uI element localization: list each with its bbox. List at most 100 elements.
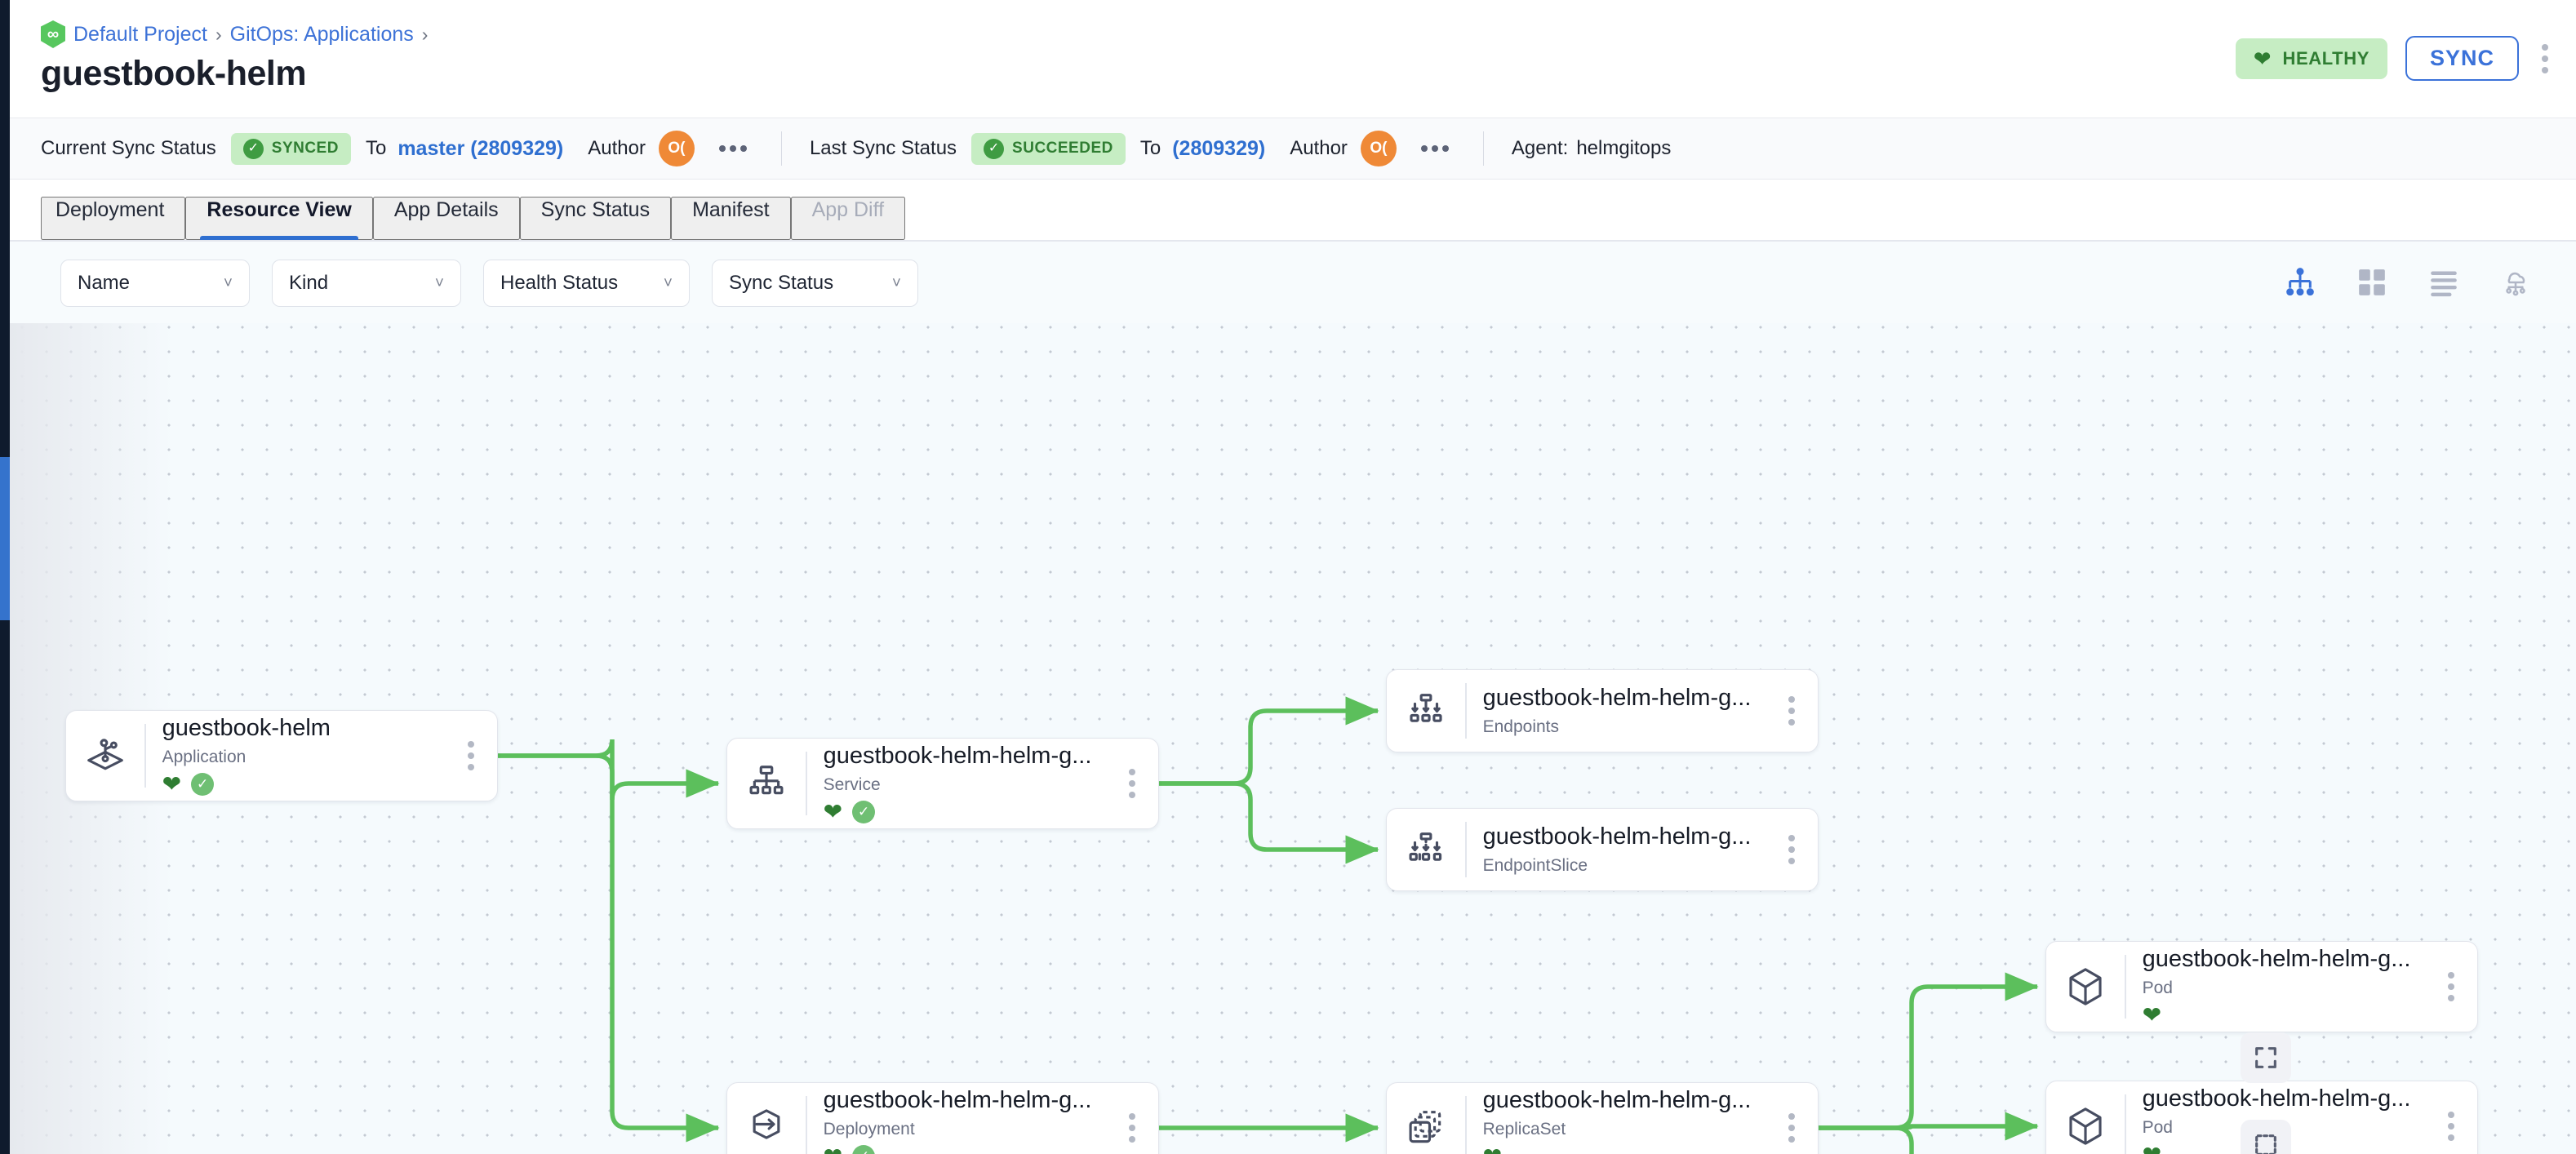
node-kind: Service xyxy=(823,775,881,794)
tab-resource-view[interactable]: Resource View xyxy=(185,197,373,240)
node-kind: Deployment xyxy=(823,1119,915,1138)
page-title: guestbook-helm xyxy=(41,54,307,93)
breadcrumb-item-default-project[interactable]: Default Project xyxy=(73,22,207,46)
check-circle-icon: ✓ xyxy=(852,1144,876,1154)
current-author-avatar[interactable]: O( xyxy=(658,131,695,166)
left-rail-active-indicator xyxy=(0,457,10,620)
last-revision-link[interactable]: (2809329) xyxy=(1172,136,1266,160)
node-divider xyxy=(2125,1094,2126,1154)
replicaset-icon xyxy=(1387,1106,1465,1150)
resource-graph: guestbook-helm Application ❤ ✓ xyxy=(10,242,2576,1154)
filter-bar: Name ˅ Kind ˅ Health Status ˅ Sync Statu… xyxy=(60,260,918,307)
breadcrumb: ∞ Default Project › GitOps: Applications… xyxy=(41,20,428,48)
filter-sync-status[interactable]: Sync Status ˅ xyxy=(712,260,918,307)
network-topology-icon[interactable] xyxy=(2498,264,2534,300)
node-divider xyxy=(806,1096,807,1154)
node-title: guestbook-helm-helm-g... xyxy=(2142,946,2411,973)
tab-app-details[interactable]: App Details xyxy=(372,197,520,240)
node-status: ❤ ✓ xyxy=(824,1144,1099,1154)
tab-manifest[interactable]: Manifest xyxy=(671,197,791,240)
project-logo-icon: ∞ xyxy=(41,20,65,48)
current-sync-status-label: Current Sync Status xyxy=(41,137,216,159)
last-author-avatar[interactable]: O( xyxy=(1360,131,1397,166)
check-circle-icon: ✓ xyxy=(191,772,215,796)
last-sync-more-icon[interactable] xyxy=(1415,139,1455,158)
header-kebab-menu-icon[interactable] xyxy=(2537,39,2553,78)
graph-node-endpoints[interactable]: guestbook-helm-helm-g... Endpoints xyxy=(1386,669,1819,752)
select-region-icon[interactable] xyxy=(2241,1120,2291,1154)
last-sync-status-label: Last Sync Status xyxy=(809,137,957,159)
current-sync-badge-label: SYNCED xyxy=(271,140,339,157)
node-divider xyxy=(1465,683,1467,739)
node-divider xyxy=(1465,822,1467,877)
node-body: guestbook-helm-helm-g... EndpointSlice xyxy=(1467,823,1775,875)
status-badge-healthy: ❤ HEALTHY xyxy=(2235,38,2387,79)
node-body: guestbook-helm-helm-g... Pod ❤ xyxy=(2126,946,2435,1027)
tab-sync-status[interactable]: Sync Status xyxy=(519,197,672,240)
current-sync-more-icon[interactable] xyxy=(713,139,753,158)
graph-node-service[interactable]: guestbook-helm-helm-g... Service ❤ ✓ xyxy=(726,738,1159,829)
heart-icon: ❤ xyxy=(162,770,182,797)
node-status: ❤ xyxy=(2143,1003,2418,1028)
node-title: guestbook-helm-helm-g... xyxy=(2142,1085,2411,1112)
node-divider xyxy=(806,752,807,815)
application-icon xyxy=(66,734,144,778)
node-kebab-menu-icon[interactable] xyxy=(455,736,497,775)
fullscreen-icon[interactable] xyxy=(2241,1032,2291,1083)
filter-kind[interactable]: Kind ˅ xyxy=(272,260,461,307)
graph-node-application[interactable]: guestbook-helm Application ❤ ✓ xyxy=(65,710,498,801)
tree-view-icon[interactable] xyxy=(2282,264,2318,300)
node-body: guestbook-helm-helm-g... Pod ❤ xyxy=(2126,1085,2435,1154)
header-actions: ❤ HEALTHY SYNC xyxy=(2235,36,2553,81)
node-body: guestbook-helm Application ❤ ✓ xyxy=(146,715,455,796)
node-kebab-menu-icon[interactable] xyxy=(1116,1108,1158,1147)
node-body: guestbook-helm-helm-g... ReplicaSet ❤ xyxy=(1467,1087,1775,1154)
current-revision-link[interactable]: master (2809329) xyxy=(398,136,564,160)
filter-name[interactable]: Name ˅ xyxy=(60,260,250,307)
check-circle-icon-2: ✓ xyxy=(984,138,1005,159)
health-badge-label: HEALTHY xyxy=(2282,47,2369,69)
breadcrumb-item-gitops-applications[interactable]: GitOps: Applications xyxy=(229,22,414,46)
list-view-icon[interactable] xyxy=(2426,264,2462,300)
filter-health-status[interactable]: Health Status ˅ xyxy=(483,260,690,307)
breadcrumb-separator-icon-2: › xyxy=(421,23,429,45)
graph-node-endpointslice[interactable]: guestbook-helm-helm-g... EndpointSlice xyxy=(1386,808,1819,891)
node-kebab-menu-icon[interactable] xyxy=(1775,1108,1818,1147)
grid-view-icon[interactable] xyxy=(2354,264,2390,300)
check-circle-icon: ✓ xyxy=(852,800,876,823)
endpoints-icon xyxy=(1387,689,1465,733)
sync-button[interactable]: SYNC xyxy=(2405,36,2519,81)
filter-sync-label: Sync Status xyxy=(729,272,834,294)
node-kebab-menu-icon[interactable] xyxy=(2435,967,2477,1006)
filter-health-label: Health Status xyxy=(500,272,619,294)
node-kebab-menu-icon[interactable] xyxy=(1775,691,1818,730)
heart-icon: ❤ xyxy=(824,1144,842,1154)
node-title: guestbook-helm-helm-g... xyxy=(1482,1087,1752,1114)
endpointslice-icon xyxy=(1387,828,1465,872)
node-kebab-menu-icon[interactable] xyxy=(2435,1107,2477,1146)
node-status: ❤ ✓ xyxy=(824,800,1099,824)
graph-edges xyxy=(498,696,2039,1154)
node-kind: ReplicaSet xyxy=(1482,1119,1566,1138)
last-sync-badge: ✓ SUCCEEDED xyxy=(971,132,1126,165)
resource-graph-canvas[interactable]: Name ˅ Kind ˅ Health Status ˅ Sync Statu… xyxy=(10,242,2576,1154)
current-sync-badge: ✓ SYNCED xyxy=(230,132,351,165)
node-kind: Endpoints xyxy=(1482,717,1559,736)
graph-node-replicaset[interactable]: guestbook-helm-helm-g... ReplicaSet ❤ xyxy=(1386,1082,1819,1154)
last-author-label: Author xyxy=(1290,137,1348,159)
agent-info: Agent:helmgitops xyxy=(1512,137,1671,160)
check-circle-icon: ✓ xyxy=(242,138,264,159)
node-kebab-menu-icon[interactable] xyxy=(1775,830,1818,869)
status-divider xyxy=(780,131,782,166)
graph-node-deployment[interactable]: guestbook-helm-helm-g... Deployment ❤ ✓ xyxy=(726,1082,1159,1154)
node-divider xyxy=(1465,1096,1467,1154)
node-kebab-menu-icon[interactable] xyxy=(1116,764,1158,803)
tab-deployment[interactable]: Deployment xyxy=(41,197,186,240)
chevron-down-icon: ˅ xyxy=(663,274,673,292)
graph-node-pod-1[interactable]: guestbook-helm-helm-g... Pod ❤ xyxy=(2045,941,2478,1032)
pod-icon xyxy=(2046,965,2125,1009)
agent-label: Agent: xyxy=(1511,137,1569,159)
node-title: guestbook-helm-helm-g... xyxy=(1482,685,1752,712)
sync-status-bar: Current Sync Status ✓ SYNCED To master (… xyxy=(10,118,2576,180)
